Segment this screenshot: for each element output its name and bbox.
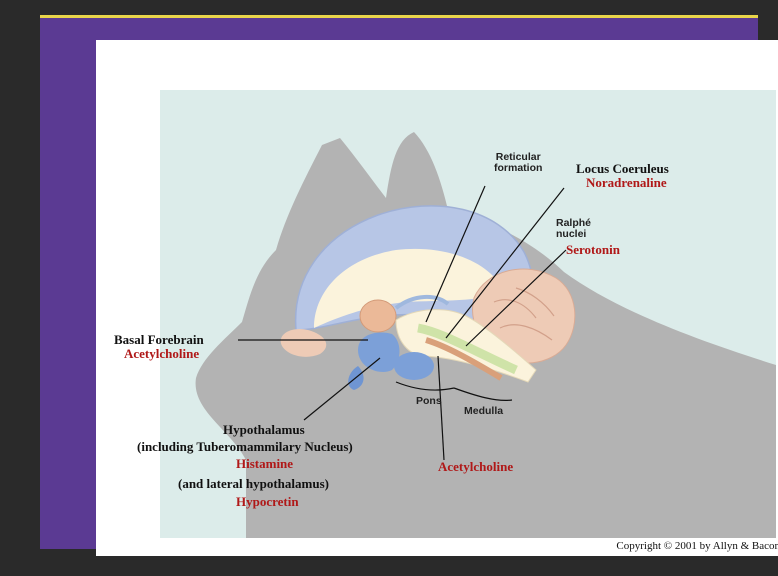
label-raphe-2: nuclei <box>556 228 587 240</box>
label-raphe-1: Ralphé <box>556 217 592 229</box>
reticular-band <box>417 323 518 375</box>
leader-locus-coeruleus <box>445 187 565 339</box>
ventricle <box>394 295 450 310</box>
label-histamine: Histamine <box>236 456 294 471</box>
label-basal-acetylcholine: Acetylcholine <box>124 346 200 361</box>
leader-acetylcholine <box>437 355 445 461</box>
olfactory-bulb <box>280 328 327 357</box>
slide: Reticular formation Locus Coeruleus Nora… <box>96 40 778 556</box>
label-locus-coeruleus: Locus Coeruleus <box>576 161 669 176</box>
slide-frame: Reticular formation Locus Coeruleus Nora… <box>40 15 778 556</box>
label-reticular-2: formation <box>494 162 543 174</box>
raphe-band <box>425 337 503 381</box>
pons <box>394 352 434 380</box>
cerebellum-folia <box>493 287 555 341</box>
label-basal-forebrain: Basal Forebrain <box>114 332 204 347</box>
label-tuberomammilary: (including Tuberomammilary Nucleus) <box>137 439 353 454</box>
label-brainstem-acetylcholine: Acetylcholine <box>438 459 514 474</box>
pons-bracket <box>395 381 455 391</box>
leader-raphe <box>465 249 567 347</box>
label-noradrenaline: Noradrenaline <box>586 175 667 190</box>
leader-reticular <box>425 185 486 323</box>
hypothalamus-region <box>358 332 400 372</box>
label-hypocretin: Hypocretin <box>236 494 299 509</box>
label-medulla: Medulla <box>464 405 504 417</box>
label-hypothalamus: Hypothalamus <box>223 422 305 437</box>
thalamus <box>359 299 397 333</box>
label-lateral-hypothalamus: (and lateral hypothalamus) <box>178 476 329 491</box>
corpus-callosum <box>314 248 504 328</box>
leader-hypothalamus <box>303 357 381 421</box>
label-serotonin: Serotonin <box>566 242 620 257</box>
label-pons: Pons <box>416 395 442 407</box>
label-reticular-1: Reticular <box>495 151 541 163</box>
copyright-notice: Copyright © 2001 by Allyn & Bacon <box>616 540 778 552</box>
cat-brain-diagram <box>160 90 776 538</box>
medulla-bracket <box>453 387 513 401</box>
